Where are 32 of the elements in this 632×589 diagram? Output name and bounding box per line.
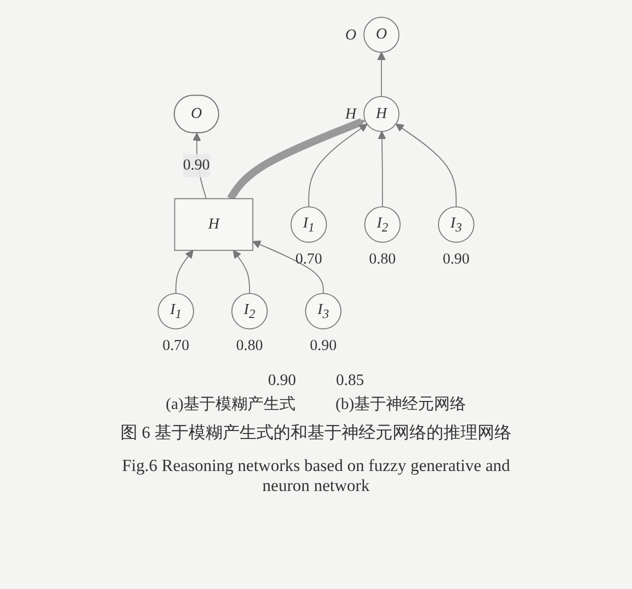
arrow [395, 124, 457, 208]
value-label: 0.70 [295, 250, 322, 268]
node-circle: I$_{3}$ [438, 206, 474, 243]
node-circle: I$_{1}$ [290, 206, 327, 243]
node-circle: H [363, 96, 400, 132]
node-circle: O [363, 16, 400, 53]
node-circle: I$_{2}$ [364, 206, 401, 243]
panel-caption: (a)基于模糊产生式 [166, 394, 296, 415]
arrow [308, 124, 368, 208]
value-label: 0.90 [310, 336, 337, 354]
value-label: 0.70 [162, 336, 190, 354]
arrow [175, 250, 194, 294]
arrow [232, 250, 250, 294]
node-label: H [345, 106, 356, 123]
weight-label: 0.90 [268, 372, 296, 390]
node-circle: I$_{2}$ [231, 292, 268, 330]
edge-label: 0.90 [183, 157, 210, 174]
panel-caption: (b)基于神经元网络 [336, 394, 466, 415]
weight-label: 0.85 [336, 372, 364, 390]
figure-caption: Fig.6 Reasoning networks based on fuzzy generative and neuron network [120, 456, 512, 496]
arrow [377, 52, 386, 97]
arrow [378, 131, 386, 208]
value-label: 0.90 [442, 250, 470, 268]
node-circle: I$_{3}$ [305, 292, 342, 330]
node-label: O [345, 26, 356, 44]
arrow [252, 240, 324, 294]
value-label: 0.80 [369, 250, 396, 268]
figure-caption: 图 6 基于模糊产生式的和基于神经元网络的推理网络 [120, 422, 512, 444]
node-box: H [174, 198, 254, 251]
arrow [227, 118, 366, 201]
node-circle: I$_{1}$ [158, 292, 194, 330]
value-label: 0.80 [236, 336, 263, 354]
